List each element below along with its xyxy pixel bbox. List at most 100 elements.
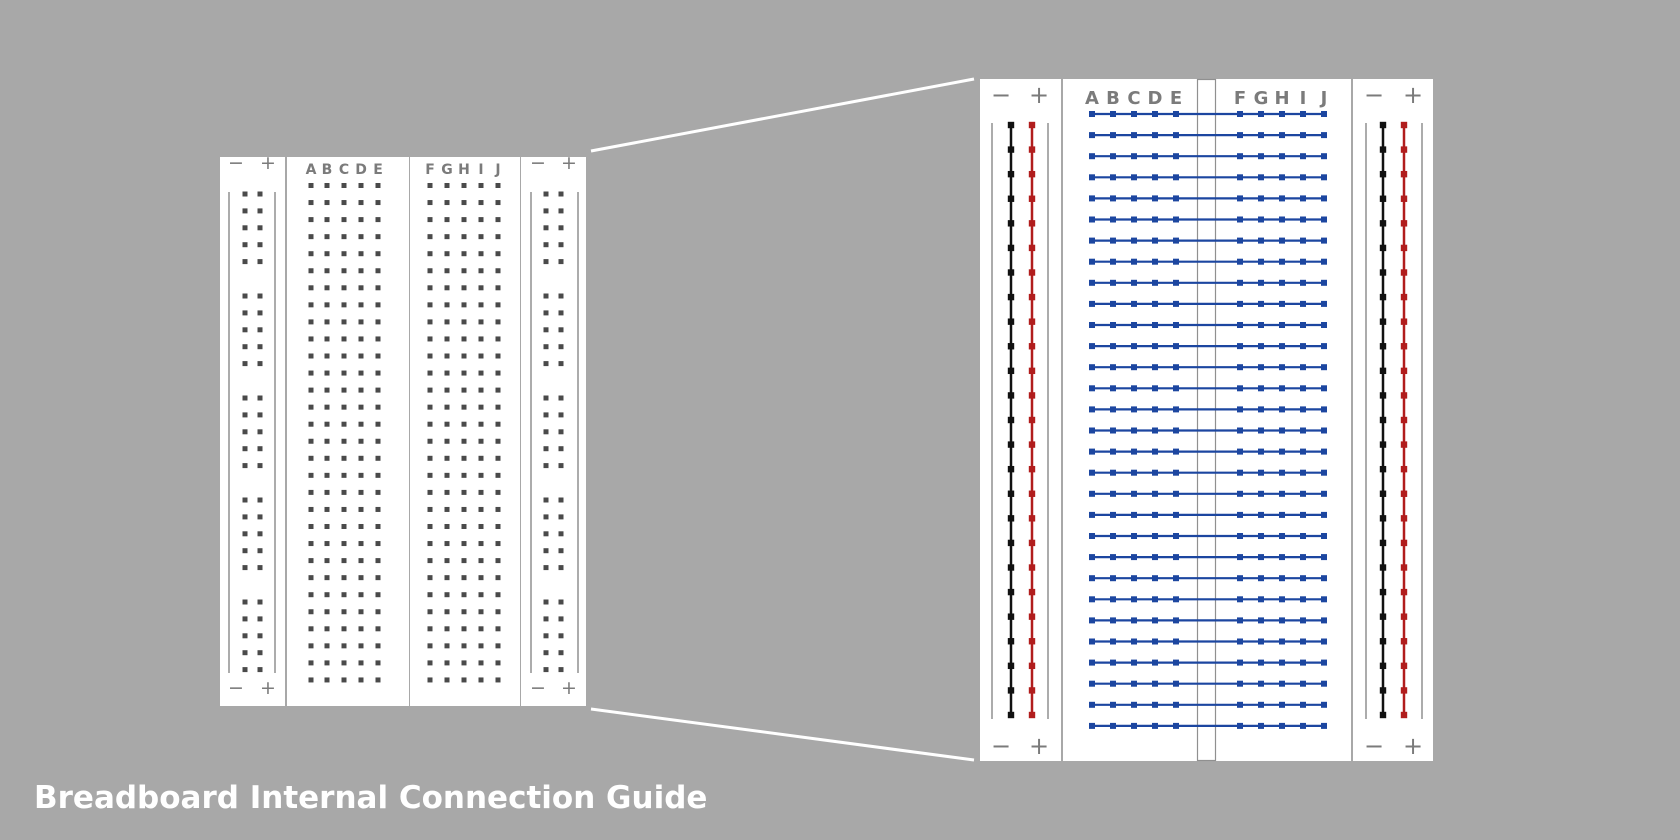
terminal-hole <box>427 370 433 376</box>
terminal-hole <box>444 217 450 223</box>
terminal-hole <box>1152 279 1158 286</box>
terminal-hole <box>1300 406 1306 413</box>
terminal-hole <box>358 558 364 564</box>
terminal-hole <box>1089 364 1095 371</box>
rail-hole <box>1007 515 1015 522</box>
rail-hole <box>543 242 549 248</box>
rail-hole <box>242 225 248 231</box>
terminal-hole <box>341 524 347 529</box>
terminal-hole <box>341 677 347 683</box>
terminal-hole <box>1173 153 1179 160</box>
rail-hole <box>242 565 248 571</box>
terminal-hole <box>1173 596 1179 603</box>
left-rail-panel <box>220 157 285 706</box>
terminal-hole <box>358 234 364 240</box>
terminal-hole <box>341 643 347 649</box>
terminal-hole <box>308 592 314 598</box>
terminal-hole <box>1321 343 1327 350</box>
terminal-hole <box>478 387 484 393</box>
terminal-hole <box>1173 575 1179 582</box>
terminal-hole <box>375 489 381 495</box>
terminal-hole <box>444 336 450 342</box>
rail-hole <box>543 633 549 639</box>
terminal-hole <box>1152 638 1158 645</box>
rail-hole <box>1400 613 1408 620</box>
terminal-hole <box>461 558 467 564</box>
terminal-hole <box>358 421 364 427</box>
rail-hole <box>1379 711 1387 719</box>
terminal-hole <box>1131 237 1137 244</box>
terminal-hole <box>1279 638 1285 645</box>
terminal-hole <box>1237 279 1243 286</box>
terminal-hole <box>427 472 433 478</box>
terminal-hole <box>1279 533 1285 539</box>
terminal-hole <box>478 336 484 342</box>
rail-hole <box>242 446 248 452</box>
terminal-hole <box>1152 322 1158 328</box>
rail-hole <box>242 191 248 197</box>
terminal-hole <box>1279 111 1285 117</box>
terminal-hole <box>1321 511 1327 518</box>
terminal-hole <box>1237 448 1243 455</box>
rail-hole <box>257 191 263 197</box>
terminal-hole <box>324 302 330 308</box>
terminal-hole <box>1300 195 1306 202</box>
terminal-hole <box>308 643 314 649</box>
terminal-hole <box>1258 680 1264 687</box>
rail-hole <box>1028 490 1036 497</box>
terminal-hole <box>1258 322 1264 328</box>
rail-minus-sign: − <box>991 81 1011 109</box>
terminal-hole <box>324 575 330 581</box>
terminal-hole <box>308 626 314 632</box>
rail-hole <box>1028 687 1036 694</box>
terminal-hole <box>1173 322 1179 328</box>
rail-hole <box>257 208 263 214</box>
terminal-hole <box>324 404 330 410</box>
zoom-connector-lines <box>590 77 975 762</box>
terminal-hole <box>1089 575 1095 582</box>
terminal-hole <box>1279 448 1285 455</box>
terminal-hole <box>427 336 433 342</box>
terminal-hole <box>427 506 433 512</box>
terminal-hole <box>308 353 314 359</box>
rail-hole <box>242 548 248 554</box>
rail-hole <box>1379 613 1387 620</box>
rail-hole <box>257 599 263 605</box>
terminal-hole <box>1131 174 1137 181</box>
terminal-hole <box>1279 680 1285 687</box>
terminal-hole <box>1089 596 1095 603</box>
terminal-hole <box>324 489 330 495</box>
rail-hole <box>543 599 549 605</box>
rail-hole <box>558 344 564 350</box>
terminal-hole <box>1152 722 1158 729</box>
terminal-hole <box>1300 448 1306 455</box>
terminal-hole <box>341 319 347 325</box>
terminal-hole <box>1110 364 1116 371</box>
column-label-a: A <box>306 162 317 178</box>
terminal-hole <box>358 217 364 223</box>
terminal-hole <box>1321 554 1327 561</box>
rail-hole <box>1379 220 1387 227</box>
terminal-hole <box>444 575 450 581</box>
terminal-hole <box>1258 343 1264 350</box>
terminal-hole <box>341 387 347 393</box>
terminal-hole <box>1089 279 1095 286</box>
terminal-hole <box>1089 722 1095 729</box>
rail-hole <box>558 361 564 367</box>
terminal-hole <box>1300 237 1306 244</box>
terminal-hole <box>1258 300 1264 307</box>
terminal-hole <box>1173 427 1179 434</box>
rail-hole <box>242 242 248 248</box>
terminal-hole <box>375 251 381 257</box>
terminal-hole <box>1110 237 1116 244</box>
rail-hole <box>242 327 248 333</box>
terminal-hole <box>1131 385 1137 392</box>
rail-plus-sign: + <box>1403 732 1423 760</box>
column-label-j: J <box>1319 88 1328 109</box>
terminal-hole <box>1089 406 1095 413</box>
terminal-hole <box>444 251 450 257</box>
terminal-hole <box>444 302 450 308</box>
rail-hole <box>543 361 549 367</box>
terminal-hole <box>1279 300 1285 307</box>
terminal-hole <box>1131 701 1137 708</box>
